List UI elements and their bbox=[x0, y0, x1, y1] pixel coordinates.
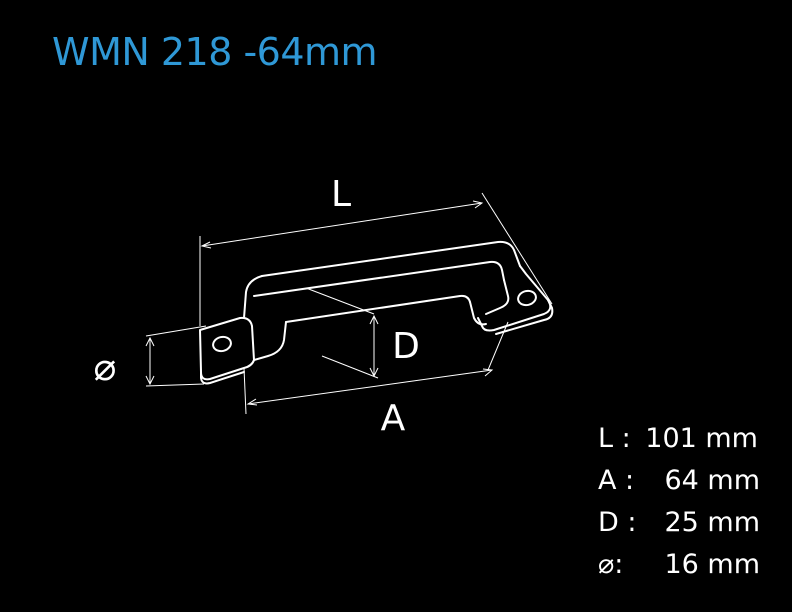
right-riser bbox=[469, 301, 487, 326]
handle-outline bbox=[199, 240, 554, 385]
d-extension-top bbox=[305, 287, 375, 315]
spec-row-depth: D : 25 mm bbox=[598, 502, 778, 544]
spec-list: L : 101 mm A : 64 mm D : 25 mm ⌀: 16 mm bbox=[598, 418, 778, 586]
left-riser bbox=[243, 275, 263, 319]
left-riser-inner bbox=[253, 321, 287, 361]
d-arrow-bottom bbox=[369, 367, 379, 378]
l-dimension-line bbox=[201, 202, 483, 247]
l-arrow-right bbox=[472, 200, 484, 209]
label-a: A bbox=[381, 398, 406, 439]
spec-value: 101 mm bbox=[645, 423, 758, 454]
spec-key: D : bbox=[598, 507, 637, 538]
dia-arrow-bottom bbox=[145, 375, 155, 386]
spec-row-length: L : 101 mm bbox=[598, 418, 778, 460]
d-arrow-top bbox=[369, 314, 379, 325]
a-extension-right bbox=[487, 321, 509, 371]
label-diameter: ⌀ bbox=[94, 345, 117, 389]
dimension-lines bbox=[145, 192, 553, 415]
spec-key: L : bbox=[598, 423, 631, 454]
spec-value: 16 mm bbox=[664, 549, 760, 580]
dia-arrow-top bbox=[145, 336, 155, 347]
d-extension-bottom bbox=[321, 355, 379, 379]
label-d: D bbox=[392, 326, 420, 367]
a-arrow-left bbox=[246, 398, 258, 406]
a-extension-left bbox=[243, 367, 247, 415]
spec-key: ⌀: bbox=[598, 549, 624, 580]
dia-extension-bottom bbox=[145, 383, 205, 387]
l-arrow-left bbox=[200, 241, 212, 249]
right-mount-hole bbox=[517, 289, 537, 307]
spec-value: 64 mm bbox=[664, 465, 760, 496]
label-l: L bbox=[331, 174, 351, 215]
left-foot bbox=[199, 316, 255, 381]
a-dimension-line bbox=[247, 369, 493, 405]
left-mount-hole bbox=[212, 335, 232, 353]
top-bar-lower bbox=[253, 260, 505, 297]
l-extension-right bbox=[481, 192, 553, 305]
right-foot-edge bbox=[495, 299, 554, 335]
top-bar-upper bbox=[261, 240, 521, 277]
dia-extension-top bbox=[145, 325, 207, 337]
spec-value: 25 mm bbox=[664, 507, 760, 538]
a-arrow-right bbox=[482, 368, 494, 377]
top-bar-front bbox=[285, 294, 471, 323]
left-foot-edge bbox=[200, 371, 245, 385]
right-riser-outer bbox=[485, 279, 510, 315]
dimension-labels: L A D ⌀ bbox=[94, 174, 420, 439]
spec-key: A : bbox=[598, 465, 635, 496]
product-title: WMN 218 -64mm bbox=[52, 30, 378, 74]
spec-row-diameter: ⌀: 16 mm bbox=[598, 544, 778, 586]
spec-row-hole-spacing: A : 64 mm bbox=[598, 460, 778, 502]
